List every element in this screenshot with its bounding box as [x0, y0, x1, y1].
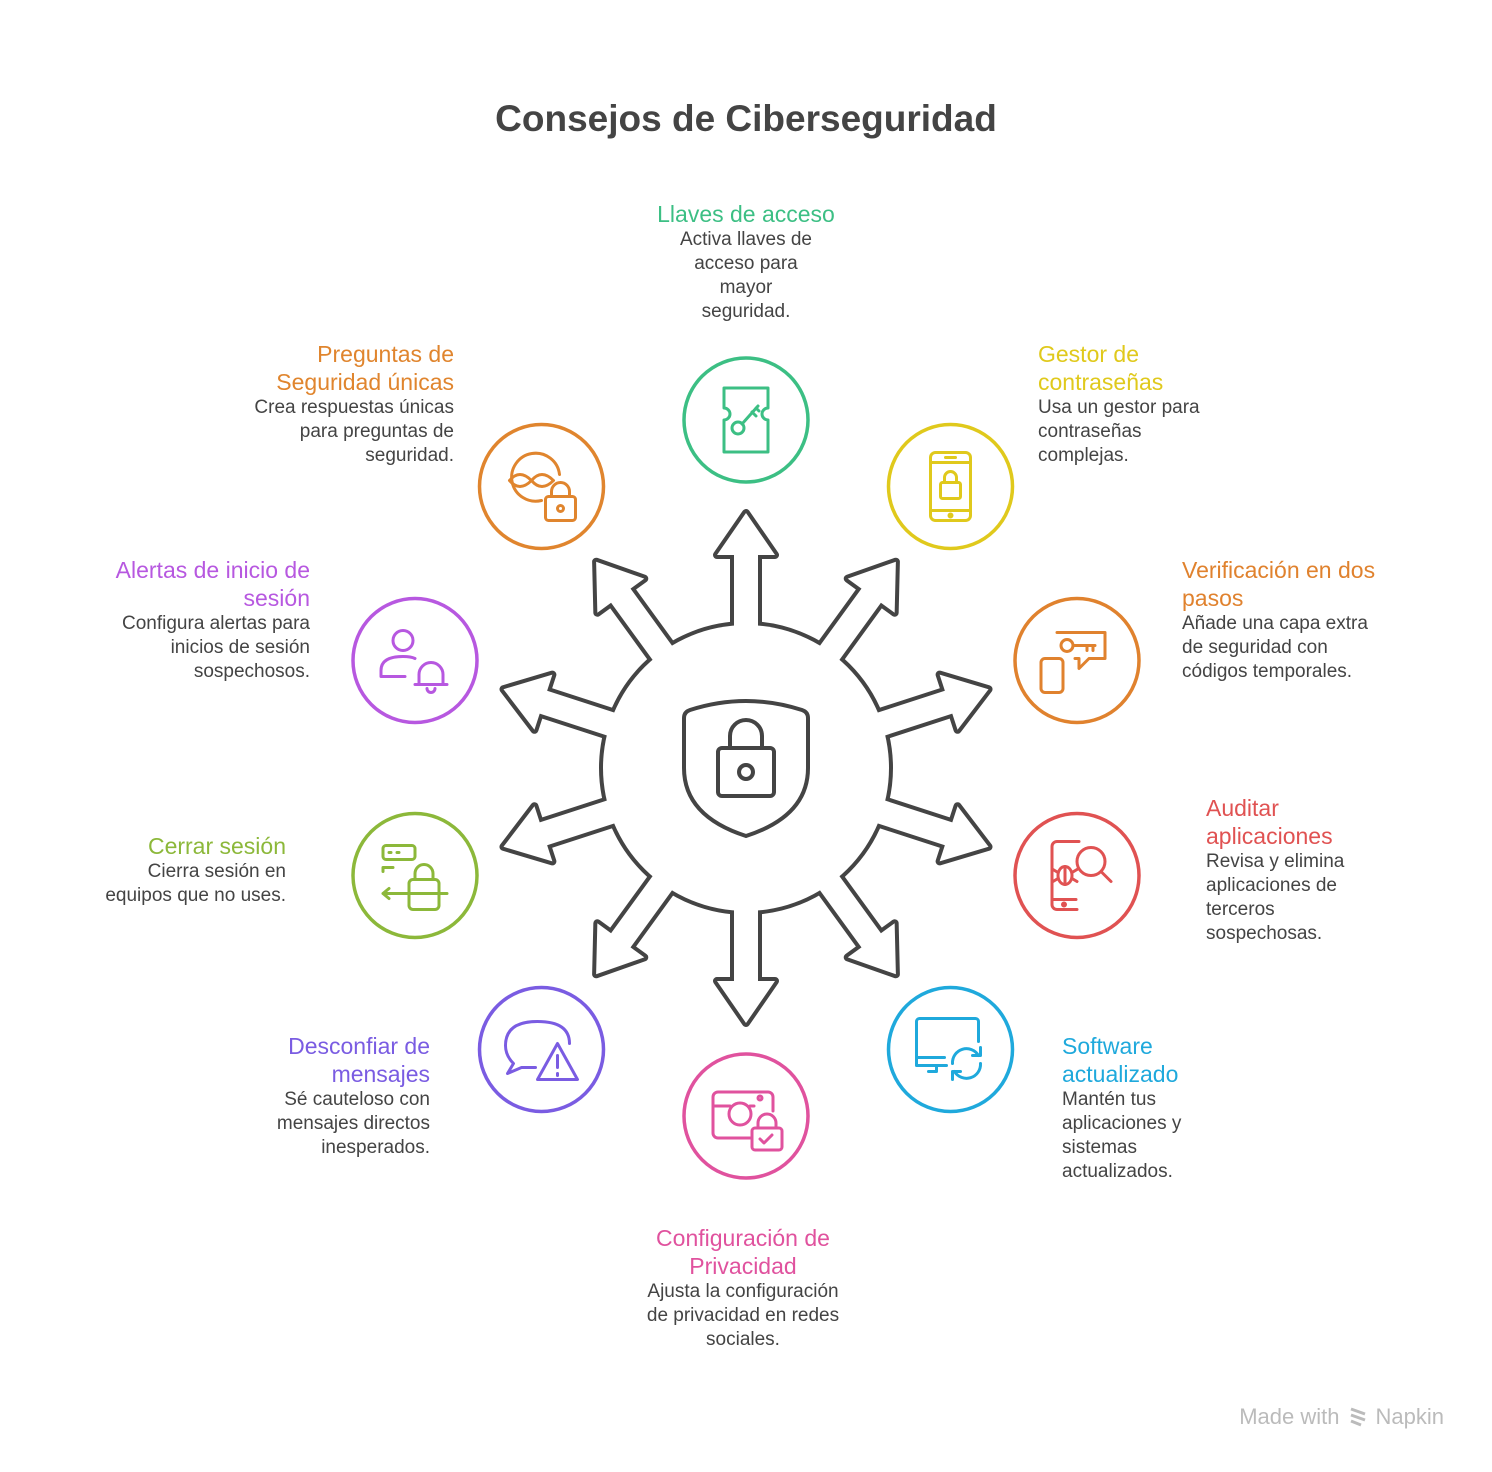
napkin-logo-icon [1349, 1407, 1366, 1427]
item-desc: Revisa y elimina aplicaciones de tercero… [1206, 851, 1345, 944]
item-mensajes: Desconfiar de mensajes Sé cauteloso con … [250, 1032, 430, 1160]
item-desc: Añade una capa extra de seguridad con có… [1182, 613, 1368, 682]
arrow-fill [812, 561, 896, 670]
item-desc: Usa un gestor para contraseñas complejas… [1038, 397, 1200, 466]
item-software: Software actualizado Mantén tus aplicaci… [1062, 1032, 1212, 1184]
arrow-fill [717, 898, 775, 1023]
arrow-fill [865, 796, 989, 862]
item-circle [886, 985, 1015, 1114]
item-desc: Configura alertas para inicios de sesión… [122, 613, 310, 682]
arrow-fill [503, 796, 627, 862]
item-circle [1013, 811, 1141, 940]
item-title: Software actualizado [1062, 1033, 1179, 1087]
item-circle [477, 422, 606, 551]
item-preguntas: Preguntas de Seguridad únicas Crea respu… [240, 340, 454, 468]
key-ticket-icon [722, 386, 770, 454]
item-circle [682, 356, 810, 484]
arrow-fill [596, 561, 680, 670]
item-circle [351, 811, 479, 940]
item-title: Auditar aplicaciones [1206, 795, 1333, 849]
page-title: Consejos de Ciberseguridad [495, 98, 997, 139]
phone-bug-search-icon [1050, 840, 1113, 911]
footer-credit: Made with Napkin [1239, 1404, 1444, 1430]
item-title: Verificación en dos pasos [1182, 557, 1376, 611]
item-gestor: Gestor de contraseñas Usa un gestor para… [1038, 340, 1223, 468]
arrow-fill [717, 513, 775, 638]
question-lock-icon [508, 451, 577, 522]
logout-lock-icon [381, 844, 449, 911]
hub-fill [503, 513, 989, 1023]
item-desc: Activa llaves de acceso para mayor segur… [679, 229, 812, 322]
camera-lock-icon [711, 1090, 784, 1152]
item-circle [1013, 596, 1141, 725]
item-title: Cerrar sesión [147, 833, 286, 859]
item-circle [477, 985, 606, 1114]
arrow-fill [865, 674, 989, 740]
item-privacidad: Configuración de Privacidad Ajusta la co… [643, 1224, 843, 1352]
item-title: Preguntas de Seguridad únicas [276, 341, 454, 395]
item-title: Configuración de Privacidad [656, 1225, 830, 1279]
item-auditar: Auditar aplicaciones Revisa y elimina ap… [1206, 794, 1366, 946]
item-alertas: Alertas de inicio de sesión Configura al… [96, 556, 310, 684]
item-circle [886, 422, 1015, 551]
item-circle [351, 596, 479, 725]
monitor-refresh-icon [915, 1017, 983, 1081]
brand-label: Napkin [1375, 1404, 1444, 1429]
made-with-label: Made with [1239, 1404, 1340, 1429]
item-desc: Crea respuestas únicas para preguntas de… [254, 397, 454, 466]
chat-warning-icon [504, 1020, 579, 1081]
arrow-fill [596, 866, 680, 975]
item-desc: Ajusta la configuración de privacidad en… [646, 1281, 840, 1350]
phone-lock-icon [929, 451, 972, 522]
item-verificacion: Verificación en dos pasos Añade una capa… [1182, 556, 1392, 684]
item-title: Alertas de inicio de sesión [115, 557, 310, 611]
item-desc: Sé cauteloso con mensajes directos inesp… [276, 1089, 430, 1158]
shield-lock-icon [682, 699, 810, 838]
item-title: Llaves de acceso [657, 201, 835, 227]
phone-key-message-icon [1039, 631, 1107, 694]
arrow-fill [812, 866, 896, 975]
item-desc: Mantén tus aplicaciones y sistemas actua… [1062, 1089, 1182, 1182]
user-bell-icon [379, 629, 449, 694]
item-title: Gestor de contraseñas [1038, 341, 1164, 395]
item-circle [682, 1052, 810, 1180]
item-title: Desconfiar de mensajes [288, 1033, 430, 1087]
item-desc: Cierra sesión en equipos que no uses. [105, 861, 286, 906]
arrow-fill [503, 674, 627, 740]
item-llaves: Llaves de acceso Activa llaves de acceso… [616, 200, 876, 324]
item-cerrar: Cerrar sesión Cierra sesión en equipos q… [76, 832, 286, 908]
